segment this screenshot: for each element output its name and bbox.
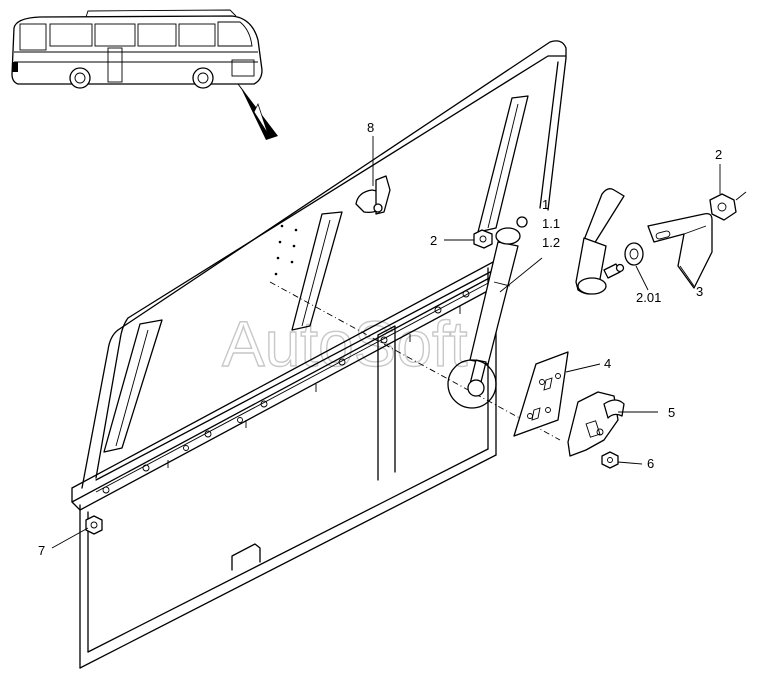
plate-part-4: [513, 351, 569, 437]
location-arrow-icon: [240, 86, 278, 140]
callout-3: 3: [696, 284, 703, 299]
nut-part-2-left: [473, 229, 493, 249]
watermark-text: AutoSoft: [222, 308, 468, 380]
bus-thumbnail: [11, 9, 263, 93]
nut-part-2-right: [709, 191, 747, 221]
detail-circle: [447, 359, 497, 409]
latch-part-8: [355, 175, 391, 215]
hinge-axis-line: [269, 281, 561, 441]
callout-8: 8: [367, 120, 374, 135]
callout-2-left: 2: [430, 233, 437, 248]
nut-part-7: [85, 515, 103, 535]
callout-4: 4: [604, 356, 611, 371]
bracket-part-3: [647, 212, 713, 289]
rivet-pattern: [274, 224, 298, 276]
flap-panel: [71, 40, 567, 511]
callout-2-right: 2: [715, 147, 722, 162]
nut-part-6: [601, 451, 619, 469]
callout-1-1: 1.1: [542, 216, 560, 231]
hinge-holes: [102, 290, 470, 494]
callout-1: 1: [542, 197, 549, 212]
lock-part-5: [567, 391, 625, 457]
gas-strut-exploded: [575, 188, 625, 295]
callout-2-01: 2.01: [636, 290, 661, 305]
leader-lines: [51, 136, 721, 549]
callout-7: 7: [38, 543, 45, 558]
callout-5: 5: [668, 405, 675, 420]
callout-labels: 8 2 1 1.1 1.2 2 2.01 3 4 5 6 7: [38, 120, 722, 558]
callout-1-2: 1.2: [542, 235, 560, 250]
callout-6: 6: [647, 456, 654, 471]
washer-part-2-01: [624, 242, 644, 266]
